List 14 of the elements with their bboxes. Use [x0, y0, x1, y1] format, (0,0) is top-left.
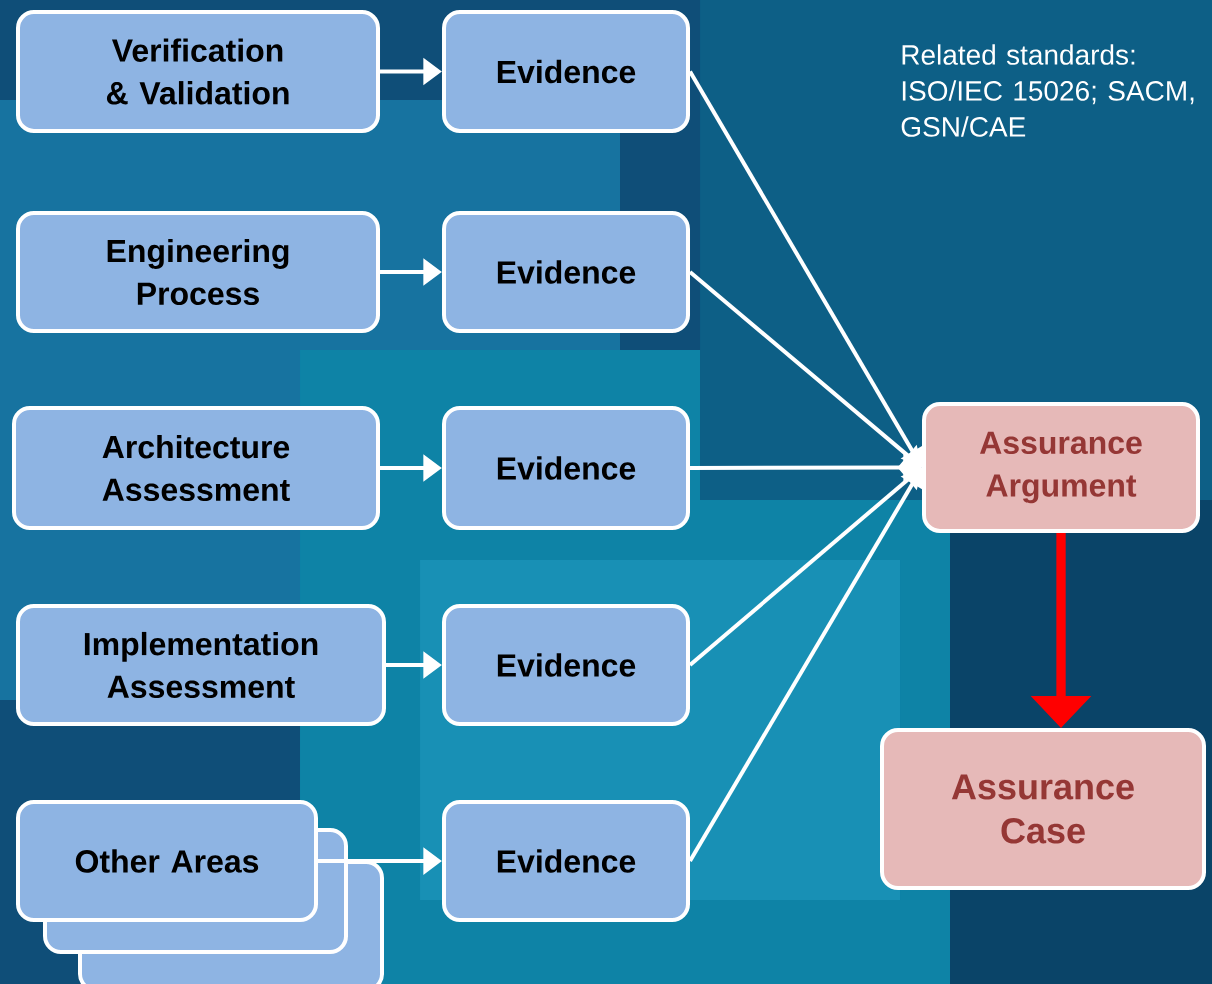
note-text: Related standards: ISO/IEC 15026; SACM, GSN/CAE — [901, 44, 1194, 137]
process-box: Verification & Validation — [16, 10, 380, 133]
arrow — [688, 270, 922, 468]
process-box: Evidence — [442, 604, 690, 726]
process-box: Other Areas — [16, 800, 318, 922]
result-box: Assurance Case — [880, 728, 1206, 890]
process-box: Engineering Process — [16, 211, 380, 333]
result-box: Assurance Argument — [922, 402, 1200, 533]
process-box: Architecture Assessment — [12, 406, 380, 530]
process-box: Implementation Assessment — [16, 604, 386, 726]
process-box: Evidence — [442, 10, 690, 133]
process-box: Evidence — [442, 800, 690, 922]
process-box: Evidence — [442, 406, 690, 530]
process-box: Evidence — [442, 211, 690, 333]
